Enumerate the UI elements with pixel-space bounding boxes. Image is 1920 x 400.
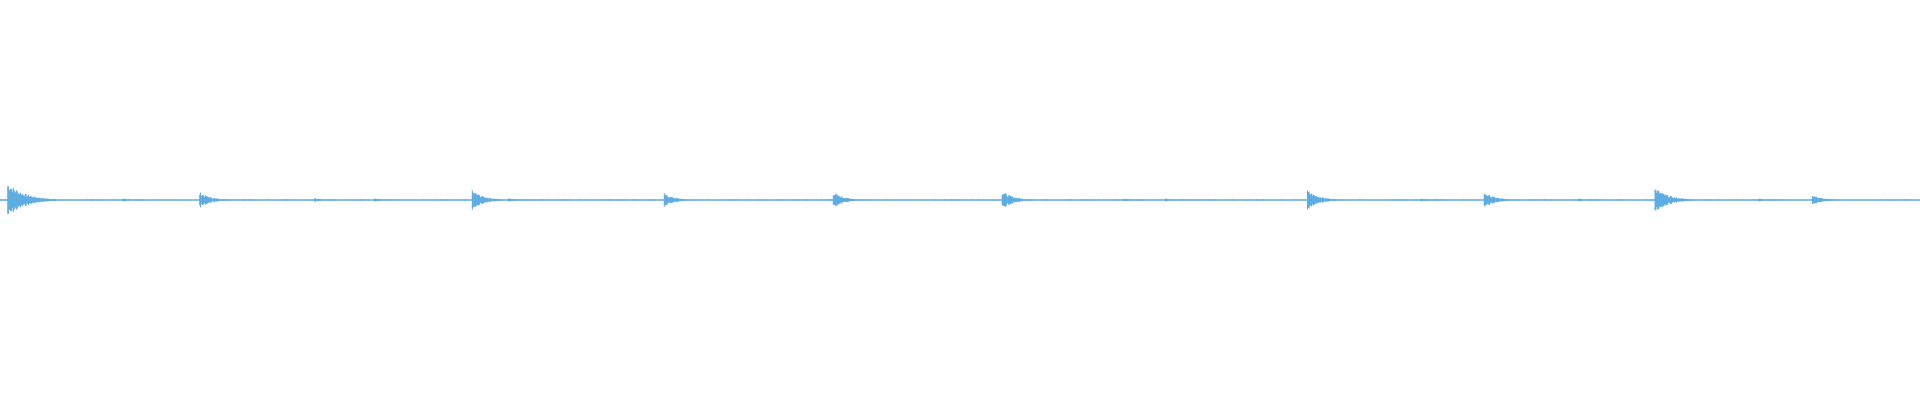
waveform-transient bbox=[1307, 190, 1343, 210]
waveform-transient bbox=[1001, 193, 1036, 207]
waveform-noise-floor bbox=[0, 198, 1918, 202]
waveform-transient bbox=[1812, 196, 1840, 204]
waveform-bursts bbox=[0, 186, 1918, 214]
